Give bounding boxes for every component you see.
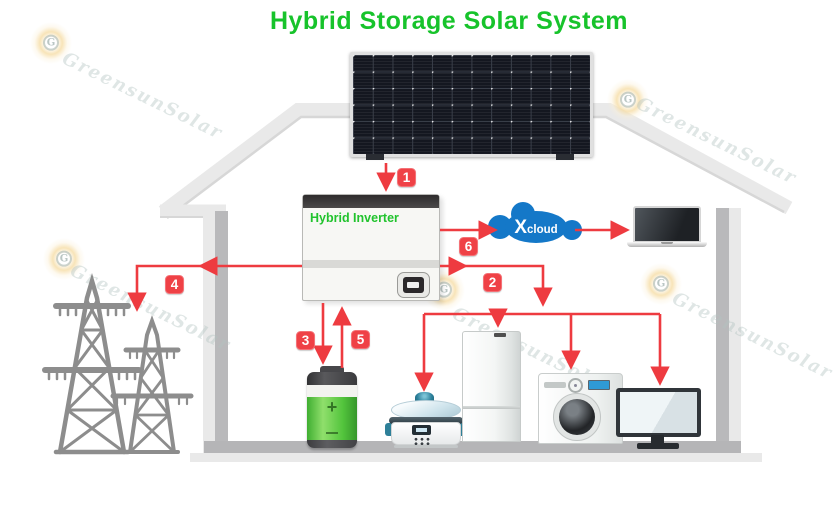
rice-cooker <box>385 392 467 448</box>
washer-knob <box>568 378 583 393</box>
watermark-logo-letter: G <box>653 275 669 292</box>
solar-panel-foot-right <box>556 154 574 160</box>
washer-drawer <box>544 382 566 388</box>
xcloud-word: cloud <box>527 224 558 236</box>
washer-door <box>553 393 601 441</box>
inverter-band <box>303 260 439 268</box>
laptop-screen <box>633 206 701 242</box>
cooker-base <box>394 445 458 448</box>
fridge-hinge <box>494 333 506 337</box>
battery-body: + <box>307 372 357 448</box>
washing-machine <box>538 373 623 444</box>
tv-screen <box>620 392 697 433</box>
inverter-display-screen <box>403 277 424 293</box>
cooker-buttons <box>413 437 431 445</box>
battery: + <box>307 366 357 448</box>
battery-plus-sign: + <box>326 397 338 417</box>
watermark-logo-letter: G <box>56 250 72 267</box>
cooker-rim <box>389 417 463 424</box>
tv-monitor <box>616 388 701 437</box>
fridge-door-divider <box>463 406 520 409</box>
inverter-label: Hybrid Inverter <box>310 211 399 225</box>
watermark-logo: G <box>637 260 685 308</box>
xcloud-x: X <box>514 217 527 238</box>
flow-label-6: 6 <box>459 237 478 256</box>
watermark-logo-letter: G <box>620 91 636 108</box>
flow-label-5: 5 <box>351 330 370 349</box>
floor-base <box>190 453 762 462</box>
tower-small <box>110 315 194 454</box>
watermark-text: GreensunSolar <box>668 288 837 385</box>
washer-door-glass <box>559 399 595 435</box>
solar-panel-foot-left <box>366 154 384 160</box>
watermark-text: GreensunSolar <box>58 48 227 145</box>
xcloud-label: Xcloud <box>514 217 557 238</box>
battery-minus-sign <box>326 432 338 434</box>
cooker-display <box>412 425 431 435</box>
laptop-notch <box>661 242 673 244</box>
washer-display <box>588 380 610 390</box>
watermark-logo-letter: G <box>43 34 59 51</box>
tv-stand-base <box>637 443 679 449</box>
inverter-display-slot <box>407 282 419 288</box>
flow-label-1: 1 <box>397 168 416 187</box>
hybrid-inverter: Hybrid Inverter <box>302 194 440 301</box>
flow-label-2: 2 <box>483 273 502 292</box>
refrigerator <box>462 331 521 442</box>
battery-base <box>307 440 357 448</box>
xcloud-icon: Xcloud <box>488 202 582 243</box>
solar-panel <box>350 52 593 157</box>
battery-terminal <box>320 366 344 376</box>
page-title: Hybrid Storage Solar System <box>269 7 629 35</box>
watermark-logo: G <box>27 19 75 67</box>
inverter-top-bar <box>303 195 439 208</box>
battery-band <box>307 385 357 397</box>
laptop-base <box>627 242 707 247</box>
inverter-display <box>397 272 430 298</box>
flow-label-4: 4 <box>165 275 184 294</box>
cooker-handle-left <box>385 423 394 436</box>
tv-stand-neck <box>651 435 664 444</box>
flow-label-3: 3 <box>296 331 315 350</box>
solar-panel-cells <box>353 55 590 154</box>
battery-cap <box>307 372 357 385</box>
watermark-text: GreensunSolar <box>632 93 801 190</box>
watermark-text: GreensunSolar <box>66 260 235 357</box>
